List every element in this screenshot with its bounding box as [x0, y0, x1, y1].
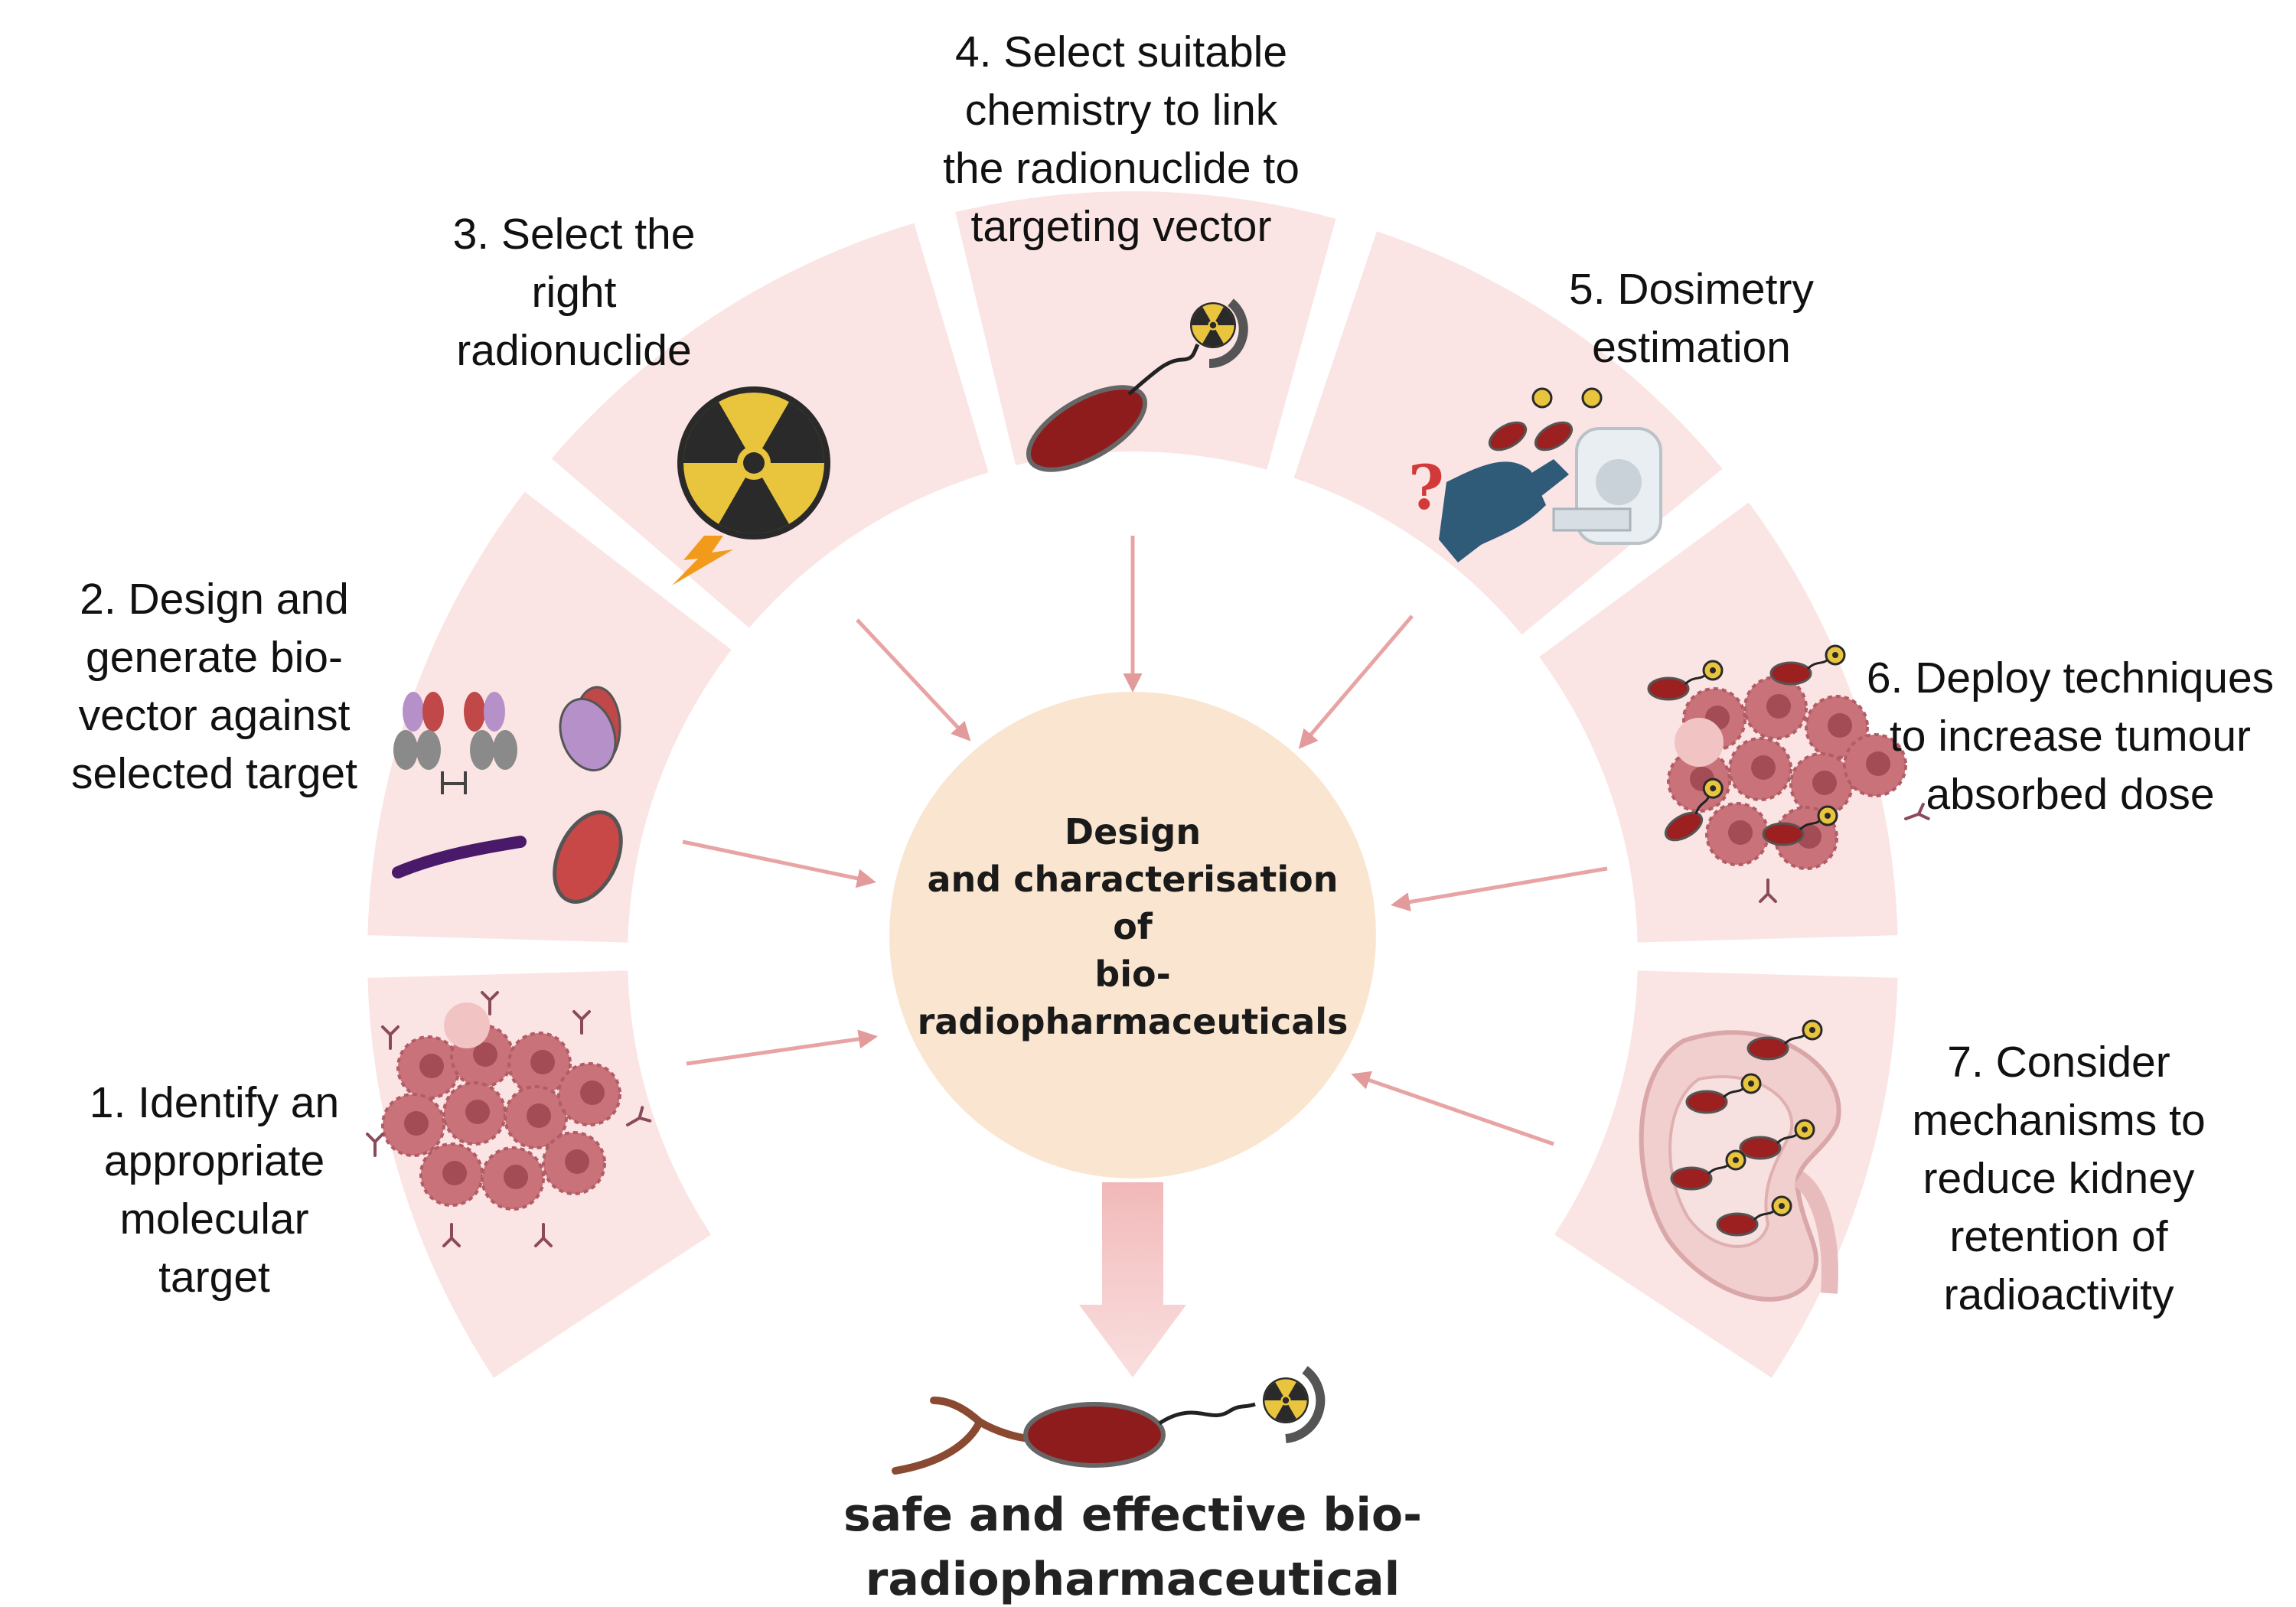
tumour-cells-icon	[366, 991, 652, 1247]
antibody-fragments-icon	[392, 686, 623, 904]
targeted-tumour-icon	[1647, 644, 1930, 903]
arrow-step-7	[1351, 1071, 1554, 1146]
step-7-label: 7. Consider mechanisms to reduce kidney …	[1912, 1038, 2206, 1319]
radiation-symbol-icon	[672, 386, 830, 585]
result-arrow	[1079, 1182, 1186, 1377]
arrow-step-6	[1391, 866, 1608, 911]
step-5-label: 5. Dosimetry estimation	[1569, 265, 1814, 372]
svg-text:?: ?	[1408, 451, 1444, 523]
step-3-label: 3. Select the right radionuclide	[452, 210, 696, 375]
arrow-step-3	[856, 618, 971, 742]
center-circle	[889, 692, 1376, 1178]
dosimetry-scanner-icon: ?	[1408, 387, 1662, 562]
step-1-label: 1. Identify an appropriate molecular tar…	[89, 1078, 340, 1302]
step-6-label: 6. Deploy techniques to increase tumour …	[1866, 654, 2275, 819]
linker-chelator-icon	[1026, 298, 1248, 472]
result-label: safe and effective bio- radiopharmaceuti…	[843, 1488, 1423, 1606]
arrow-step-5	[1298, 614, 1414, 749]
arrow-step-2	[682, 839, 876, 888]
sector-step-4	[955, 191, 1336, 470]
radiopharmaceutical-icon	[892, 1366, 1326, 1475]
center-title: Design and characterisation of bio- radi…	[917, 811, 1349, 1042]
step-4-label: 4. Select suitable chemistry to link the…	[943, 28, 1300, 251]
arrow-step-1	[686, 1029, 878, 1066]
step-arrows	[682, 536, 1608, 1146]
sector-step-2	[367, 491, 732, 943]
step-2-label: 2. Design and generate bio- vector again…	[71, 575, 357, 798]
kidney-icon	[1639, 1019, 1841, 1302]
